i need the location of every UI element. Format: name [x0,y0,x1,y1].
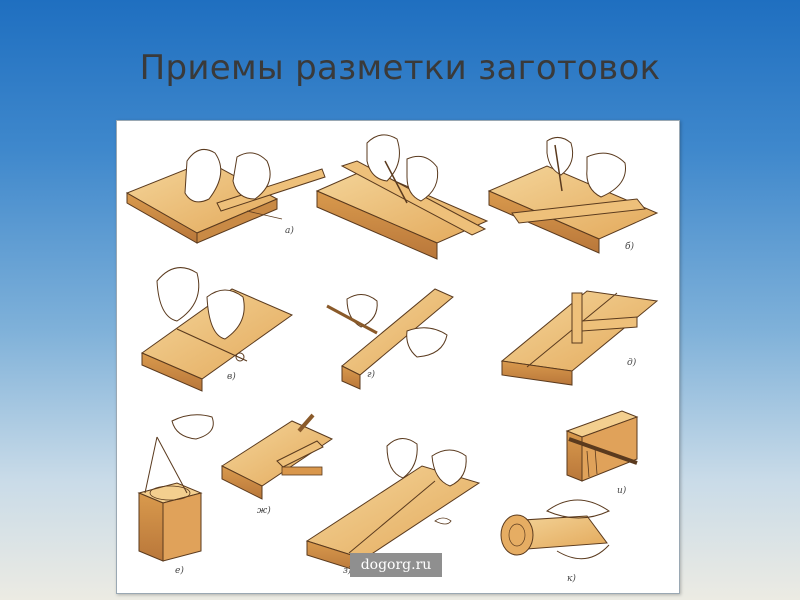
panel-k-drawing [500,499,611,560]
panel-label-g: г) [367,369,376,380]
panel-label-a: а) [285,225,294,236]
panel-label-b: б) [625,241,634,252]
panel-label-i: и) [617,485,627,496]
panel-a-drawing [125,148,326,244]
panel-label-k: к) [567,573,576,584]
panel-e-drawing [137,414,214,562]
marking-techniques-illustration: а) б) в) г) д) е) ж) з) и) к) dogorg.ru [116,120,680,594]
panel-v-drawing [140,267,294,392]
panel-label-e: е) [175,565,184,576]
panel-label-z: з) [343,565,352,576]
panel-d-drawing [500,290,659,386]
illustration-drawing: а) б) в) г) д) е) ж) з) и) к) [125,134,659,584]
panel-label-d: д) [627,357,637,368]
panel-i-drawing [565,410,639,482]
panel-label-v: в) [227,371,236,382]
panel-zh-drawing [220,413,334,500]
panel-z-drawing [305,438,481,574]
panel-c-drawing [487,137,659,254]
panel-label-zh: ж) [257,505,271,516]
watermark-badge: dogorg.ru [350,553,442,577]
slide-title: Приемы разметки заготовок [139,48,661,88]
panel-b-drawing [315,134,489,260]
panel-g-drawing [326,288,454,390]
